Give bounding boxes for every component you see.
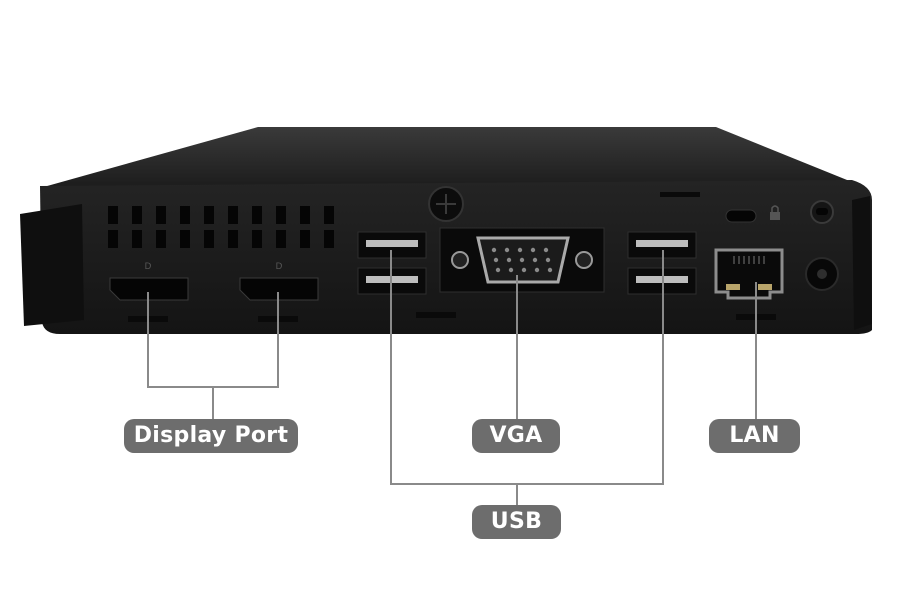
lan-label: LAN — [709, 419, 800, 453]
chassis-top — [40, 127, 852, 188]
right-edge-bracket — [852, 196, 872, 330]
displayport-port-2: D — [239, 262, 319, 301]
svg-text:D: D — [145, 262, 152, 272]
callout-lines — [147, 250, 757, 505]
power-jack — [805, 257, 839, 291]
svg-text:D: D — [276, 262, 283, 272]
usb-label: USB — [472, 505, 561, 539]
displayport-port-1: D — [109, 262, 189, 301]
display-port-label: Display Port — [124, 419, 298, 453]
vga-label: VGA — [472, 419, 560, 453]
security-lock-slot — [725, 205, 780, 223]
callout-usb — [390, 250, 664, 485]
ventilation-grille — [108, 206, 334, 248]
vga-port — [439, 227, 605, 293]
thumbscrew — [428, 186, 464, 222]
left-side-bracket — [20, 204, 84, 326]
padlock-loop — [810, 200, 834, 224]
lan-port — [714, 248, 784, 300]
